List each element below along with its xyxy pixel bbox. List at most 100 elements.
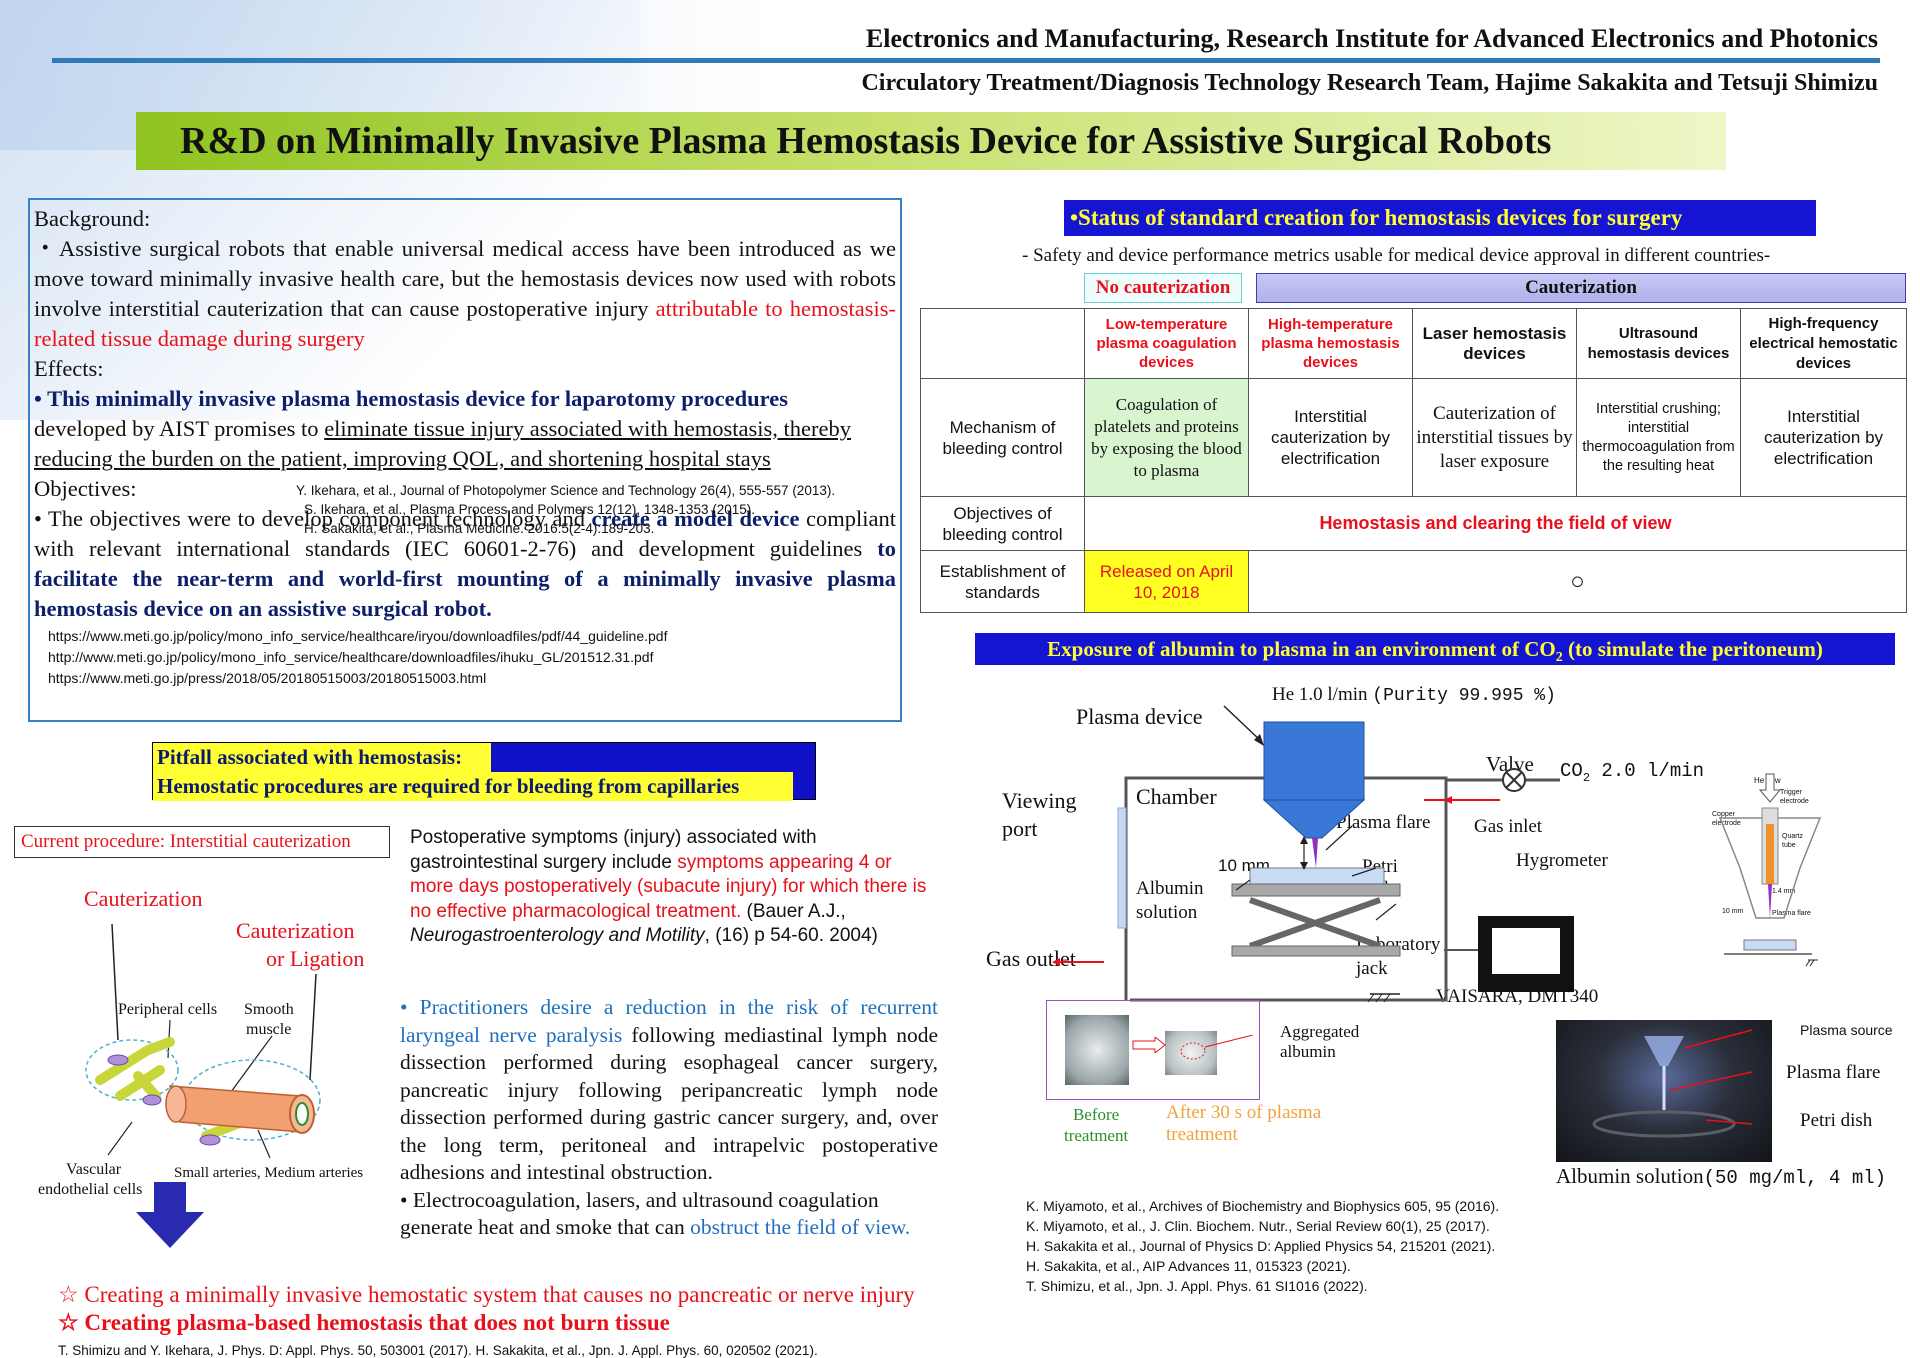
ref-miyamoto-2017: K. Miyamoto, et al., J. Clin. Biochem. N… <box>1026 1218 1490 1234</box>
arteries-label: Small arteries, Medium arteries <box>174 1165 364 1181</box>
small-flare-label: Plasma flare <box>1772 910 1811 917</box>
jack-label: jack <box>1356 958 1388 979</box>
gas-inlet-label: Gas inlet <box>1474 816 1543 837</box>
solution-label: solution <box>1136 902 1198 923</box>
ref-sakakita-2021b: H. Sakakita, et al., AIP Advances 11, 01… <box>1026 1258 1351 1274</box>
col-ultrasound: Ultrasound hemostasis devices <box>1576 308 1741 379</box>
small-quartz-label: Quartz tube <box>1782 833 1804 849</box>
current-procedure-label: Current procedure: Interstitial cauteriz… <box>14 826 390 858</box>
electrocoag-paragraph: • Electrocoagulation, lasers, and ultras… <box>400 1187 938 1242</box>
cell-mechanism-ultrasound: Interstitial crushing; interstitial ther… <box>1576 378 1741 497</box>
goal-no-burn: ☆ Creating plasma-based hemostasis that … <box>58 1310 670 1335</box>
effects-text: developed by AIST promises to <box>34 416 325 441</box>
col-low-temp-plasma: Low-temperature plasma coagulation devic… <box>1084 308 1249 379</box>
pitfall-banner: Pitfall associated with hemostasis: Hemo… <box>152 742 816 801</box>
bottom-references: T. Shimizu and Y. Ikehara, J. Phys. D: A… <box>58 1343 818 1358</box>
endothelial-label: endothelial cells <box>38 1181 143 1198</box>
objectives-bold-1: create a model device <box>591 506 800 531</box>
effects-heading: Effects: <box>34 356 104 381</box>
after-treatment-photo <box>1165 1031 1217 1075</box>
viewing-label: Viewing <box>1002 788 1077 813</box>
peripheral-cells-label: Peripheral cells <box>118 1001 218 1018</box>
he-flow-text: He 1.0 l/min <box>1272 684 1368 705</box>
plasma-device-label: Plasma device <box>1076 704 1203 729</box>
exposure-banner-text: Exposure of albumin to plasma in an envi… <box>1047 637 1556 661</box>
postop-text: Postoperative symptoms (injury) associat… <box>410 827 817 873</box>
postoperative-symptoms-text: Postoperative symptoms (injury) associat… <box>410 826 930 949</box>
albumin-solution-text: Albumin solution <box>1556 1164 1704 1188</box>
cell-mechanism-high-frequency: Interstitial cauterization by electrific… <box>1740 378 1907 497</box>
exposure-banner-text-2: (to simulate the peritoneum) <box>1562 637 1823 661</box>
chamber-diagram <box>1052 705 1574 1003</box>
after-treatment-text: treatment <box>1166 1124 1238 1145</box>
cell-mechanism-high-temp: Interstitial cauterization by electrific… <box>1248 378 1413 497</box>
cell-released-date: Released on April 10, 2018 <box>1084 550 1249 613</box>
aggregated-text: Aggregated <box>1280 1022 1360 1041</box>
before-treatment-text: treatment <box>1064 1126 1129 1145</box>
cell-mechanism-low-temp: Coagulation of platelets and proteins by… <box>1084 378 1249 497</box>
effects-paragraph: developed by AIST promises to eliminate … <box>34 414 896 536</box>
plasma-flare-label: Plasma flare <box>1336 812 1431 833</box>
url-press-release[interactable]: https://www.meti.go.jp/press/2018/05/201… <box>48 670 487 686</box>
ref-ikehara-2015: S. Ikehara, et al., Plasma Process and P… <box>304 502 755 517</box>
goal-no-injury: ☆ Creating a minimally invasive hemostat… <box>58 1282 915 1307</box>
header-rule <box>52 58 1880 63</box>
objectives-text-2: compliant with relevant international st… <box>34 506 896 561</box>
row-label-establishment: Establishment of standards <box>920 550 1085 613</box>
right-references: K. Miyamoto, et al., Archives of Biochem… <box>1026 1196 1499 1296</box>
co2-sub: 2 <box>1582 770 1591 785</box>
albumin-text: albumin <box>1280 1042 1336 1061</box>
postop-citation: (Bauer A.J., <box>741 900 846 922</box>
col-high-frequency: High-frequency electrical hemostatic dev… <box>1740 308 1907 379</box>
background-heading: Background: <box>34 206 151 231</box>
practitioners-text: • Practitioners desire a reduction in th… <box>400 994 938 1242</box>
objectives-text: • The objectives were to develop compone… <box>34 506 592 531</box>
practitioners-blue: • Practitioners desire a reduction in th… <box>400 995 938 1047</box>
co2-flow-label: CO2 2.0 l/min <box>1560 760 1704 785</box>
poster-title: R&D on Minimally Invasive Plasma Hemosta… <box>136 112 1726 170</box>
effects-underlined: eliminate tissue injury associated with … <box>34 416 851 471</box>
cell-mechanism-laser: Cauterization of interstitial tissues by… <box>1412 378 1577 497</box>
electrocoag-text: • Electrocoagulation, lasers, and ultras… <box>400 1187 879 1240</box>
background-box: Background: ・Assistive surgical robots t… <box>28 198 902 722</box>
guideline-urls: https://www.meti.go.jp/policy/mono_info_… <box>48 626 896 689</box>
smooth-label: Smooth <box>244 1001 294 1018</box>
effects-bold-line: • This minimally invasive plasma hemosta… <box>34 386 788 411</box>
safety-subtitle: - Safety and device performance metrics … <box>1022 245 1771 266</box>
no-cauterization-header: No cauterization <box>1084 273 1242 303</box>
photo-plasma-flare-label: Plasma flare <box>1786 1062 1881 1083</box>
postop-red-text: symptoms appearing 4 or more days postop… <box>410 851 927 922</box>
cauterization-label: Cauterization <box>84 886 203 911</box>
background-paragraph: ・Assistive surgical robots that enable u… <box>34 234 896 354</box>
port-label: port <box>1002 816 1038 841</box>
postop-journal: Neurogastroenterology and Motility <box>410 925 705 946</box>
ref-sakakita-2021a: H. Sakakita et al., Journal of Physics D… <box>1026 1238 1496 1254</box>
photo-petri-dish-label: Petri dish <box>1800 1110 1873 1131</box>
url-guideline-2[interactable]: http://www.meti.go.jp/policy/mono_info_s… <box>48 649 654 665</box>
effects-references: Y. Ikehara, et al., Journal of Photopoly… <box>296 481 835 538</box>
background-text: ・Assistive surgical robots that enable u… <box>34 236 896 321</box>
col-laser: Laser hemostasis devices <box>1412 308 1577 379</box>
hygrometer-label: Hygrometer <box>1516 850 1608 871</box>
row-label-mechanism: Mechanism of bleeding control <box>920 378 1085 497</box>
aggregated-pointer <box>1180 1035 1254 1060</box>
after-text: After 30 s of plasma <box>1166 1102 1322 1123</box>
standards-table: Low-temperature plasma coagulation devic… <box>920 308 1907 613</box>
plasma-photo-overlay <box>1592 1029 1753 1138</box>
co2-text: CO <box>1560 760 1583 782</box>
small-copper-label: Copper electrode <box>1712 811 1741 827</box>
vascular-label: Vascular <box>66 1161 122 1178</box>
col-high-temp-plasma: High-temperature plasma hemostasis devic… <box>1248 308 1413 379</box>
gas-outlet-label: Gas outlet <box>986 946 1076 971</box>
small-14mm-label: 1.4 mm <box>1772 888 1796 895</box>
albumin-concentration: (50 mg/ml, 4 ml) <box>1703 1167 1887 1189</box>
practitioners-paragraph: • Practitioners desire a reduction in th… <box>400 994 938 1187</box>
row-label-objectives: Objectives of bleeding control <box>920 496 1085 551</box>
pitfall-line-1: Pitfall associated with hemostasis: <box>153 743 491 772</box>
url-guideline-1[interactable]: https://www.meti.go.jp/policy/mono_info_… <box>48 628 668 644</box>
before-after-box <box>1046 1000 1260 1100</box>
plasma-photo <box>1556 1020 1772 1162</box>
pitfall-line-2: Hemostatic procedures are required for b… <box>153 772 793 801</box>
